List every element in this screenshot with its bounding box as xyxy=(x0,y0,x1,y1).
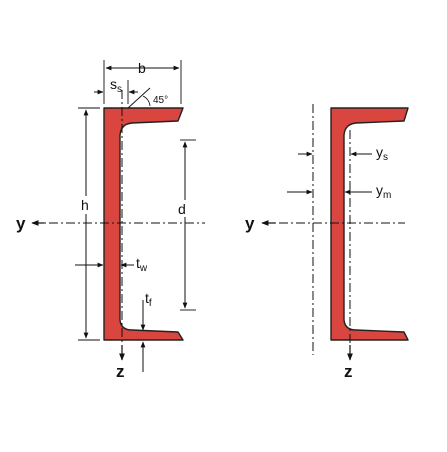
angle-label: 45° xyxy=(153,95,168,106)
left-y-label: y xyxy=(16,214,26,233)
tf-label: tf xyxy=(145,290,152,309)
d-label-bg xyxy=(177,200,191,217)
b-label: b xyxy=(138,60,146,76)
d-label: d xyxy=(178,201,186,217)
left-figure: z y b ss 45° h d tw xyxy=(16,60,205,381)
right-figure: z y ys ym xyxy=(245,104,409,381)
right-channel-section xyxy=(330,107,409,341)
ss-label: ss xyxy=(110,76,122,95)
right-y-label: y xyxy=(245,214,255,233)
ym-label: ym xyxy=(376,182,391,201)
left-channel-section xyxy=(103,107,184,341)
tw-label: tw xyxy=(136,255,148,274)
ys-label: ys xyxy=(376,144,388,163)
angle-arc xyxy=(142,95,151,107)
angle-line xyxy=(127,87,151,109)
right-z-label: z xyxy=(344,362,353,381)
h-label: h xyxy=(81,197,89,213)
h-label-bg xyxy=(80,196,93,214)
left-z-label: z xyxy=(116,362,125,381)
